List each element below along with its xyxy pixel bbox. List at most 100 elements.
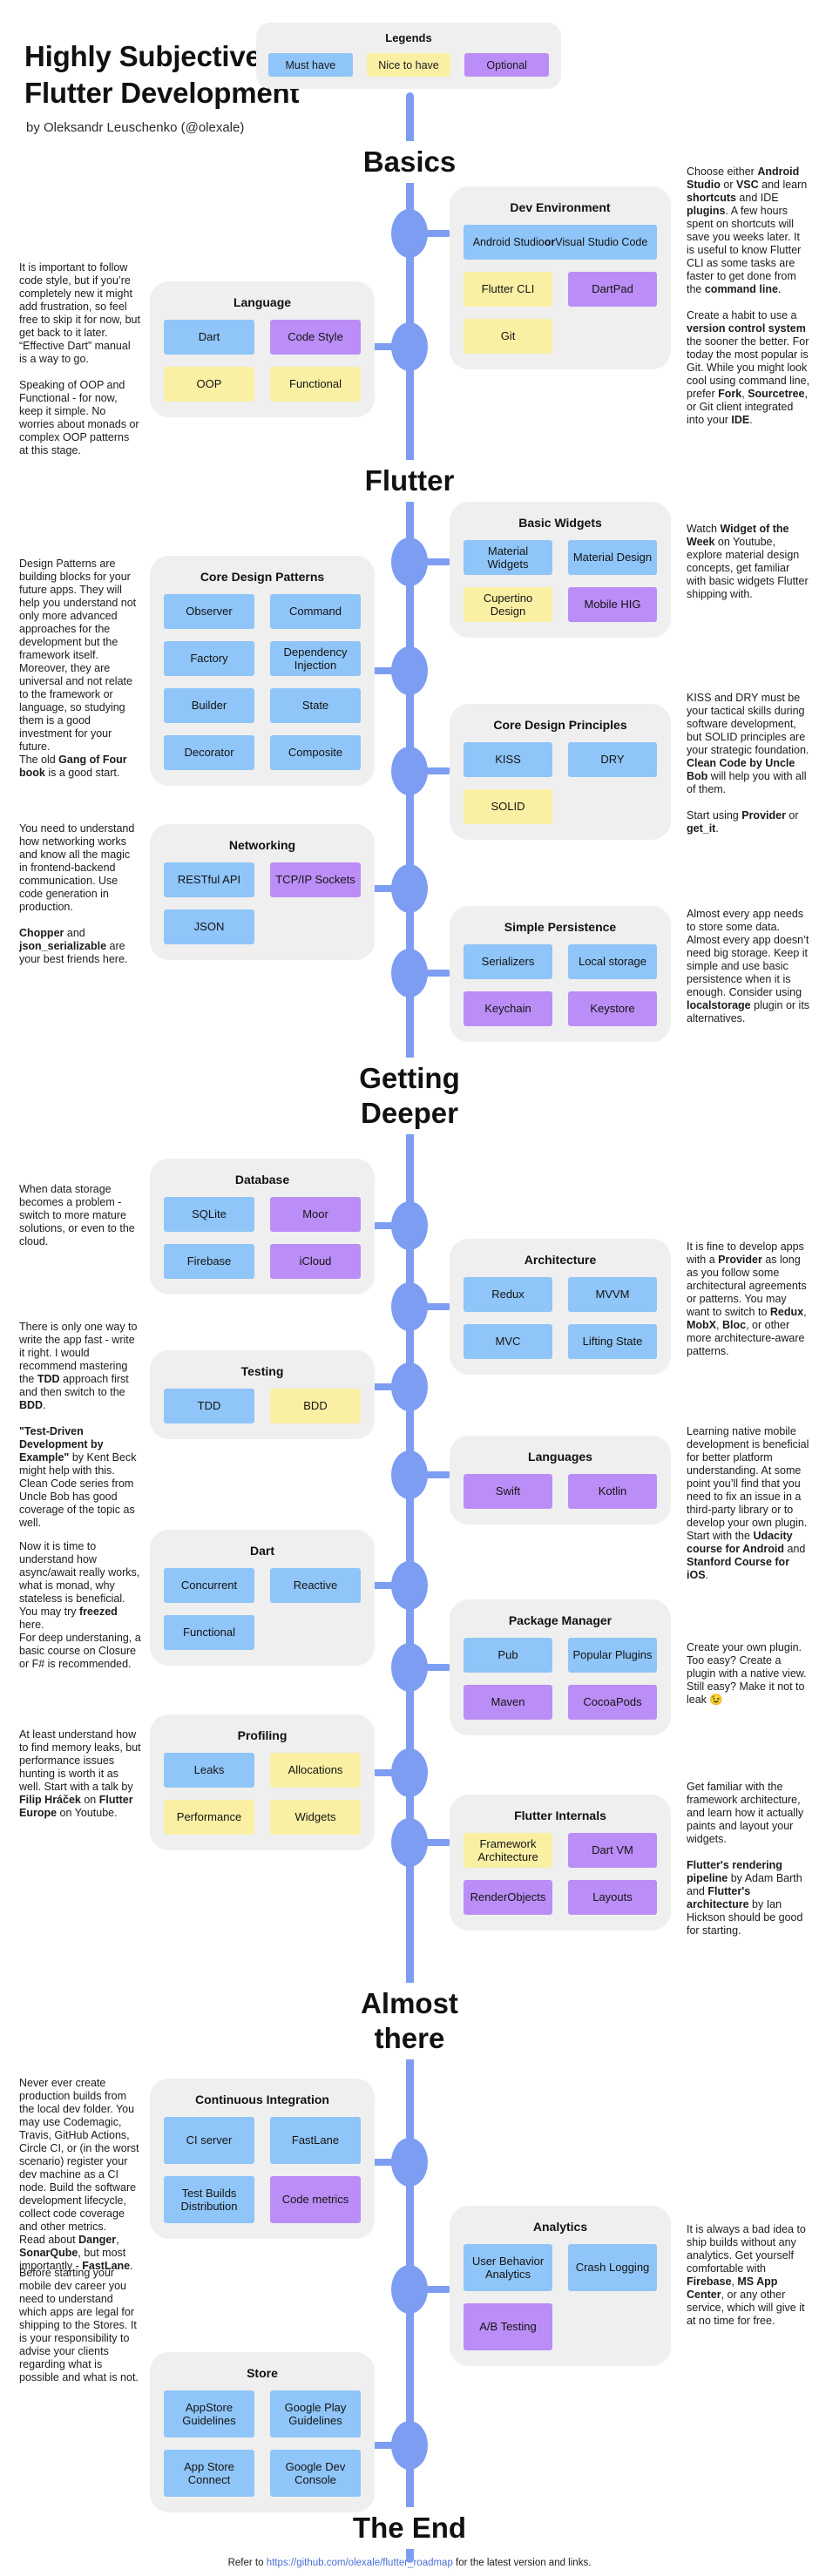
note-flutter-internals: Get familiar with the framework architec… <box>687 1781 804 1937</box>
topic-chip: Kotlin <box>568 1474 657 1509</box>
timeline-connector <box>410 1303 451 1310</box>
timeline-node <box>391 209 428 258</box>
topic-chip: Firebase <box>164 1244 254 1279</box>
topic-chip: OOP <box>164 367 254 402</box>
box-title: Core Design Patterns <box>200 570 325 584</box>
timeline-node <box>391 747 428 795</box>
topic-chip: Concurrent <box>164 1568 254 1603</box>
topic-chip: Leaks <box>164 1753 254 1788</box>
timeline-node <box>391 2421 428 2470</box>
box-title: Analytics <box>532 2220 588 2234</box>
legend-item-must-have: Must have <box>268 53 353 77</box>
topic-chip: Dependency Injection <box>270 641 361 676</box>
timeline-node <box>391 1282 428 1331</box>
topic-chip: FastLane <box>270 2117 361 2164</box>
timeline-connector <box>369 1769 411 1776</box>
box-title: Networking <box>228 838 296 852</box>
timeline-connector <box>410 970 451 977</box>
note-testing: There is only one way to write the app f… <box>19 1321 138 1529</box>
timeline-node <box>391 864 428 913</box>
topic-chip: DartPad <box>568 272 657 307</box>
topic-chip: Android Studio or Visual Studio Code <box>464 225 657 260</box>
timeline-node <box>391 646 428 695</box>
note-continuous-integration: Never ever create production builds from… <box>19 2077 139 2272</box>
topic-chip: Redux <box>464 1277 552 1312</box>
footer: Refer to https://github.com/olexale/flut… <box>0 2558 819 2568</box>
topic-chip: Google Play Guidelines <box>270 2390 361 2437</box>
timeline-connector <box>369 2442 411 2449</box>
topic-chip: RenderObjects <box>464 1880 552 1915</box>
note-persistence: Almost every app needs to store some dat… <box>687 908 810 1024</box>
topic-chip: DRY <box>568 742 657 777</box>
topic-chip: Serializers <box>464 944 552 979</box>
topic-chip: CocoaPods <box>568 1685 657 1720</box>
topic-chip: Framework Architecture <box>464 1833 552 1868</box>
note-dart: Now it is time to understand how async/a… <box>19 1540 141 1670</box>
note-dev-environment: Choose either Android Studio or VSC and … <box>687 166 810 426</box>
legend-title: Legends <box>385 31 432 44</box>
note-code-style: It is important to follow code style, bu… <box>19 261 140 456</box>
topic-chip: Dart <box>164 320 254 355</box>
topic-chip: Decorator <box>164 735 254 770</box>
topic-chip: Popular Plugins <box>568 1638 657 1673</box>
topic-chip: Performance <box>164 1800 254 1835</box>
note-design-patterns: Design Patterns are building blocks for … <box>19 558 137 779</box>
topic-chip: State <box>270 688 361 723</box>
topic-chip: Widgets <box>270 1800 361 1835</box>
box-title: Dev Environment <box>510 200 611 214</box>
timeline-node <box>391 1450 428 1499</box>
topic-chip: RESTful API <box>164 862 254 897</box>
timeline-connector <box>410 230 451 237</box>
topic-chip: iCloud <box>270 1244 361 1279</box>
timeline-connector <box>369 667 411 674</box>
topic-chip: User Behavior Analytics <box>464 2244 552 2291</box>
topic-chip: KISS <box>464 742 552 777</box>
timeline-connector <box>410 1471 451 1478</box>
topic-chip: Layouts <box>568 1880 657 1915</box>
topic-chip: Observer <box>164 594 254 629</box>
note-architecture: It is fine to develop apps with a Provid… <box>687 1241 807 1357</box>
section-heading-almost-there: Almost there <box>347 1983 472 2059</box>
topic-chip: AppStore Guidelines <box>164 2390 254 2437</box>
timeline-connector <box>369 1582 411 1589</box>
topic-chip: TCP/IP Sockets <box>270 862 361 897</box>
topic-chip: App Store Connect <box>164 2450 254 2497</box>
section-heading-the-end: The End <box>338 2507 481 2549</box>
legend-item-optional: Optional <box>464 53 550 77</box>
box-title: Package Manager <box>508 1613 613 1627</box>
timeline-connector <box>369 343 411 350</box>
section-heading-flutter: Flutter <box>350 460 469 502</box>
topic-chip: SQLite <box>164 1197 254 1232</box>
box-title: Store <box>247 2366 278 2380</box>
topic-chip: Functional <box>164 1615 254 1650</box>
timeline-connector <box>410 767 451 774</box>
footer-link[interactable]: https://github.com/olexale/flutter_roadm… <box>266 2558 453 2568</box>
topic-chip: JSON <box>164 909 254 944</box>
timeline-node <box>391 1748 428 1797</box>
timeline-node <box>391 1818 428 1867</box>
topic-chip: Crash Logging <box>568 2244 657 2291</box>
footer-text-suffix: for the latest version and links. <box>452 2558 592 2568</box>
topic-chip: Pub <box>464 1638 552 1673</box>
section-heading-getting-deeper: Getting Deeper <box>345 1058 474 1134</box>
topic-chip: Moor <box>270 1197 361 1232</box>
timeline-node <box>391 322 428 371</box>
note-analytics: It is always a bad idea to ship builds w… <box>687 2223 806 2327</box>
topic-chip: Lifting State <box>568 1324 657 1359</box>
topic-chip: Test Builds Distribution <box>164 2176 254 2223</box>
topic-chip: Local storage <box>568 944 657 979</box>
